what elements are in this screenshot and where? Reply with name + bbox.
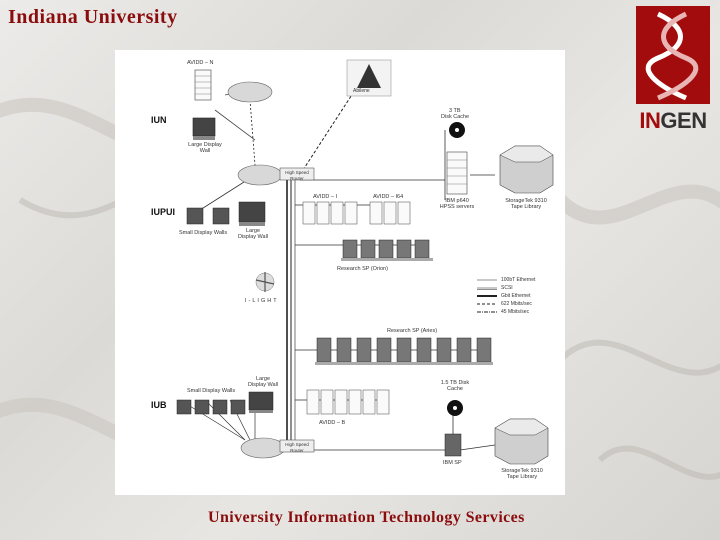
label-avidd-b: AVIDD – B — [319, 420, 346, 426]
label-research-sp-orion: Research SP (Orion) — [337, 266, 388, 272]
logo-text-in: IN — [639, 108, 661, 133]
label-abilene: Abilene — [353, 88, 370, 94]
label-storagetek-top: StorageTek 9310 Tape Library — [505, 198, 547, 210]
university-title: Indiana University — [8, 6, 178, 28]
site-label-iub: IUB — [151, 400, 167, 410]
label-small-display-walls-iub: Small Display Walls — [187, 388, 236, 394]
legend-item: 622 Mbits/sec — [501, 301, 532, 307]
label-large-display-wall-iupui: Large Display Wall — [237, 228, 269, 240]
label-ilight: I-LIGHT — [245, 298, 279, 304]
legend-item: 100bT Ethernet — [501, 277, 536, 283]
label-disk-cache: Disk Cache — [441, 114, 470, 120]
legend-item: Gbit Ethernet — [501, 293, 531, 299]
label-avidd-i64: AVIDD – I64 — [373, 194, 404, 200]
site-label-iupui: IUPUI — [151, 207, 176, 217]
label-small-display-walls-iupui: Small Display Walls — [179, 230, 228, 236]
label-large-display-wall-iub: Large Display Wall — [247, 376, 279, 388]
label-high-speed-router-bottom: High Speed Router — [285, 442, 309, 453]
label-ibm-sp: IBM SP — [443, 460, 462, 466]
label-storagetek-bottom: StorageTek 9310 Tape Library — [501, 468, 543, 480]
label-ibm-hpss: IBM p640 HPSS servers — [439, 198, 475, 210]
site-label-iun: IUN — [151, 115, 167, 125]
label-large-display-wall-iun: Large Display Wall — [188, 142, 222, 154]
label-high-speed-router-top: High Speed Router — [285, 170, 309, 181]
ingen-logo: INGEN — [636, 6, 710, 133]
label-3tb: 3 TB — [449, 108, 461, 114]
label-avidd-i: AVIDD – I — [313, 194, 338, 200]
legend-item: SCSI — [501, 285, 513, 291]
logo-text-gen: GEN — [660, 108, 707, 133]
label-1-5tb-disk-cache: 1.5 TB Disk Cache — [440, 380, 470, 392]
diagram-lines — [176, 59, 554, 465]
label-avidd-n: AVIDD – N — [187, 60, 214, 66]
helix-icon — [636, 6, 710, 104]
network-diagram: IUN IUPUI IUB AVIDD – N Large Display Wa… — [115, 50, 565, 495]
legend-item: 45 Mbits/sec — [501, 309, 530, 315]
footer-title: University Information Technology Servic… — [208, 509, 525, 526]
label-research-sp-aries: Research SP (Aries) — [387, 328, 438, 334]
